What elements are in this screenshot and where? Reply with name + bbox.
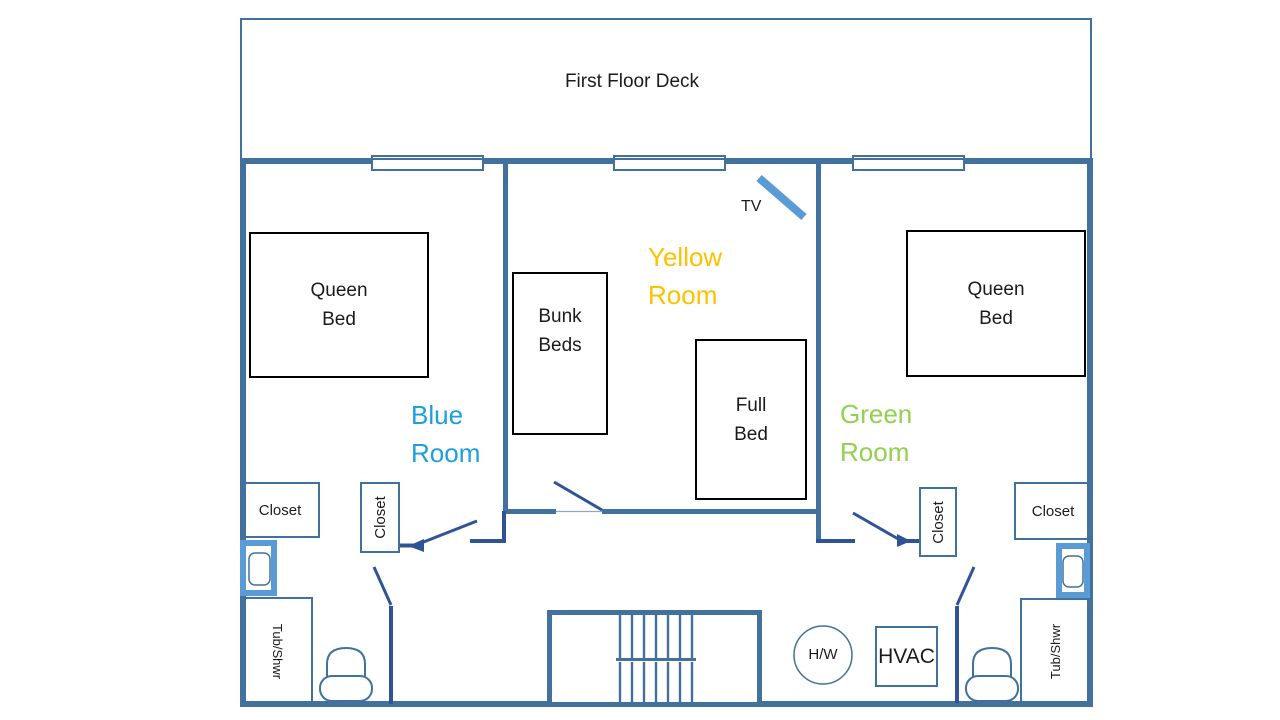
deck-label: First Floor Deck xyxy=(564,71,700,92)
blue-door-arrow-icon xyxy=(408,539,424,552)
first-floor-deck xyxy=(240,18,1092,160)
closet-left-inner: Closet xyxy=(360,482,400,553)
queen-bed-green-room: Queen Bed xyxy=(906,230,1086,377)
blue-room-label: Blue Room xyxy=(411,400,481,468)
toilet-right-icon xyxy=(965,646,1019,702)
bath-left-door-swing xyxy=(372,566,393,606)
closet-right-outer: Closet xyxy=(1014,482,1092,540)
tv-icon xyxy=(756,174,807,221)
yellow-room-label: Yellow Room xyxy=(648,242,723,310)
bunk-beds: Bunk Beds xyxy=(512,272,608,435)
tv-label: TV xyxy=(741,198,762,215)
tub-shower-left: Tub/Shwr xyxy=(242,597,313,705)
sink-left-icon xyxy=(240,540,277,596)
toilet-left-icon xyxy=(319,646,373,702)
hvac-unit: HVAC xyxy=(875,626,938,687)
tub-shower-right: Tub/Shwr xyxy=(1020,598,1091,705)
yellow-room-door-swing xyxy=(553,480,603,512)
closet-left-outer: Closet xyxy=(240,482,320,538)
green-room-door-swing xyxy=(852,511,901,542)
water-heater-circle xyxy=(793,625,853,685)
green-room-label: Green Room xyxy=(840,399,913,467)
water-heater-label: H/W xyxy=(808,646,838,663)
full-bed: Full Bed xyxy=(695,339,807,500)
staircase xyxy=(547,610,762,707)
bath-right-door-swing xyxy=(955,566,976,606)
queen-bed-blue-room: Queen Bed xyxy=(249,232,429,378)
blue-room-door-swing xyxy=(420,519,478,545)
closet-right-inner: Closet xyxy=(919,487,957,557)
sink-right-icon xyxy=(1056,543,1090,598)
